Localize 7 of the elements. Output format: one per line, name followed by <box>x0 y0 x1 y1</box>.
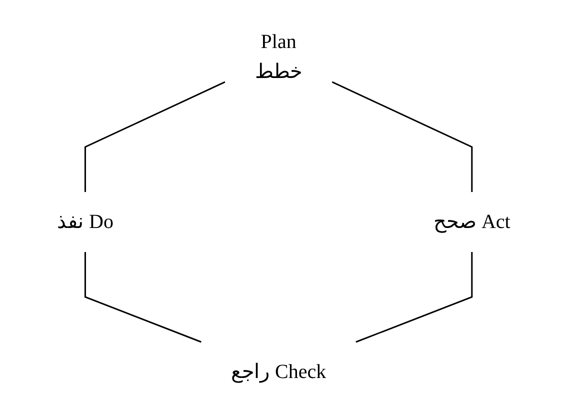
connector <box>356 252 473 343</box>
node-text: نفذ Do <box>57 211 114 233</box>
node-text: راجع Check <box>231 361 326 383</box>
connector <box>332 81 473 192</box>
connector <box>84 252 202 343</box>
node-text: صحح Act <box>434 211 511 233</box>
connector <box>84 81 226 192</box>
